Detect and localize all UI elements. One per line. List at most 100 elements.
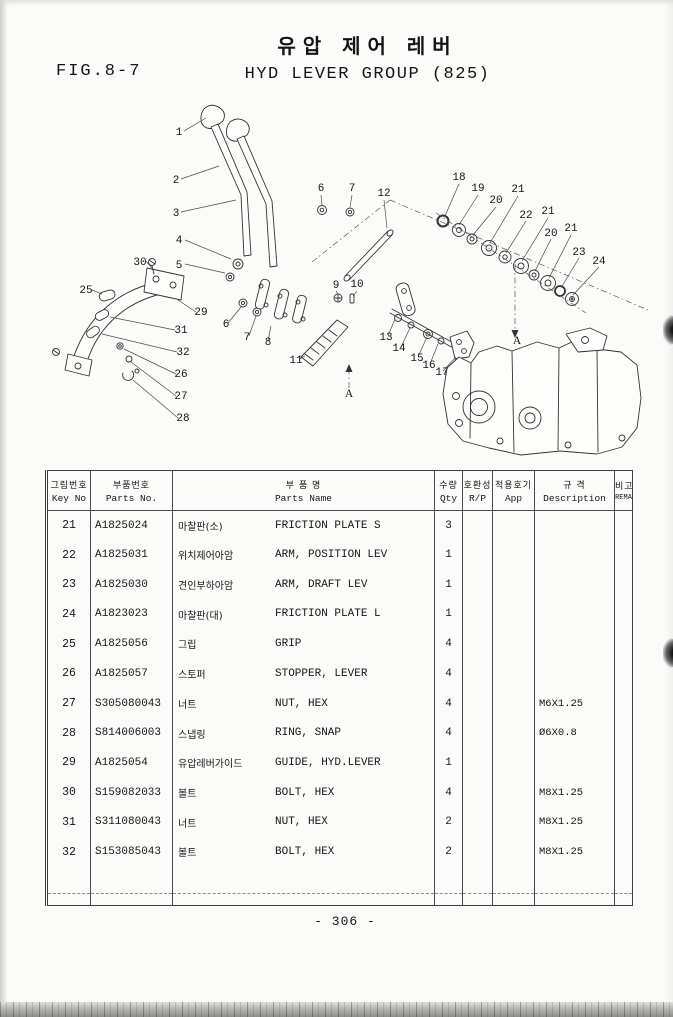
col-header-qty: 수량 Qty	[434, 470, 463, 511]
cell-parts-no: A1825024	[90, 510, 173, 541]
cell-remarks	[614, 688, 633, 719]
scan-mark	[663, 638, 673, 668]
cell-key-no: 26	[46, 659, 91, 689]
part-callout-3: 3	[173, 208, 180, 220]
col-header-rp-ko: 호환성	[463, 480, 492, 491]
part-name-korean: 그립	[178, 640, 197, 652]
col-header-rp: 호환성 R/P	[462, 470, 493, 511]
part-callout-22: 22	[519, 210, 532, 222]
leader-lines	[91, 117, 600, 419]
part-name-english: NUT, HEX	[275, 816, 328, 829]
cell-rp	[462, 540, 493, 570]
cell-rp	[462, 837, 493, 867]
cell-parts-name: 마찰판(소)FRICTION PLATE S	[172, 510, 435, 541]
part-callout-4: 4	[176, 235, 183, 247]
dashed-separator	[46, 892, 633, 895]
part-name-korean: 위치제어아암	[178, 551, 234, 563]
cell-remarks	[614, 807, 633, 838]
col-header-parts-name-en: Parts Name	[274, 492, 332, 504]
cell-parts-no: S311080043	[90, 807, 173, 838]
part-name-english: ARM, DRAFT LEV	[275, 578, 368, 591]
part-name-english: STOPPER, LEVER	[275, 667, 368, 680]
cell-qty: 4	[434, 629, 463, 660]
cell-rp	[462, 569, 493, 600]
cell-rp	[462, 659, 493, 689]
col-header-app-en: App	[504, 492, 523, 504]
part-callout-29: 29	[194, 307, 207, 319]
part-callout-5: 5	[176, 260, 183, 272]
part-callout-18: 18	[452, 172, 465, 184]
cell-description	[534, 569, 615, 600]
cell-parts-name: 마찰판(대)FRICTION PLATE L	[172, 599, 435, 630]
part-callout-25: 25	[79, 285, 92, 297]
part-callout-6: 6	[318, 183, 325, 195]
part-name-korean: 너트	[178, 818, 197, 830]
cell-qty: 1	[434, 540, 463, 570]
cell-key-no: 23	[46, 569, 91, 600]
part-callout-21: 21	[564, 223, 578, 235]
cell-qty: 4	[434, 777, 463, 808]
view-arrow-label: A	[345, 388, 354, 400]
part-callout-24: 24	[592, 256, 606, 268]
col-header-parts-no-en: Parts No.	[105, 492, 158, 504]
cell-description: M8X1.25	[534, 777, 615, 808]
cell-app	[492, 510, 535, 541]
cell-app	[492, 777, 535, 808]
scan-mark	[663, 315, 673, 345]
scan-edge-bottom	[0, 1002, 673, 1017]
cell-app	[492, 569, 535, 600]
part-callout-30: 30	[133, 257, 146, 269]
cell-qty: 3	[434, 510, 463, 541]
view-arrowheads	[345, 330, 519, 372]
cell-remarks	[614, 718, 633, 749]
cell-description: M6X1.25	[534, 688, 615, 719]
cell-rp	[462, 807, 493, 838]
cell-remarks	[614, 748, 633, 778]
cell-rp	[462, 777, 493, 808]
part-callout-6: 6	[223, 319, 230, 331]
cell-description: M8X1.25	[534, 837, 615, 867]
cell-rp	[462, 748, 493, 778]
part-callout-8: 8	[265, 337, 272, 349]
part-name-english: RING, SNAP	[275, 727, 342, 740]
col-header-key-no-en: Key No	[51, 492, 87, 504]
col-header-description-en: Description	[543, 492, 606, 504]
col-header-key-no-ko: 그림번호	[50, 480, 88, 491]
cell-qty: 2	[434, 837, 463, 867]
cell-description	[534, 510, 615, 541]
cell-parts-name: 너트 NUT, HEX	[172, 807, 435, 838]
cell-qty: 1	[434, 569, 463, 600]
col-header-remarks: 비고 REMA	[614, 470, 633, 511]
part-name-korean: 마찰판(소)	[178, 521, 223, 533]
cell-qty: 4	[434, 718, 463, 749]
cell-qty: 4	[434, 688, 463, 719]
cell-parts-no: A1825056	[90, 629, 173, 660]
cell-rp	[462, 629, 493, 660]
part-name-english: GRIP	[275, 637, 302, 650]
part-name-korean: 견인부하아암	[178, 581, 234, 593]
cell-key-no: 22	[46, 540, 91, 570]
scan-edge-top	[0, 0, 673, 5]
cell-remarks	[614, 629, 633, 660]
cell-description	[534, 540, 615, 570]
cell-parts-no: A1825031	[90, 540, 173, 570]
part-callout-11: 11	[289, 355, 303, 367]
col-header-remarks-ko: 비고	[615, 482, 633, 492]
part-callout-17: 17	[435, 367, 448, 379]
cell-app	[492, 540, 535, 570]
part-callout-23: 23	[572, 247, 585, 259]
parts-table: 그림번호 Key No 부품번호 Parts No. 부 품 명 Parts N…	[45, 470, 633, 906]
part-name-english: BOLT, HEX	[275, 786, 335, 799]
cell-qty: 2	[434, 807, 463, 838]
title-english: HYD LEVER GROUP (825)	[244, 65, 491, 84]
col-header-parts-name: 부 품 명 Parts Name	[172, 470, 435, 511]
